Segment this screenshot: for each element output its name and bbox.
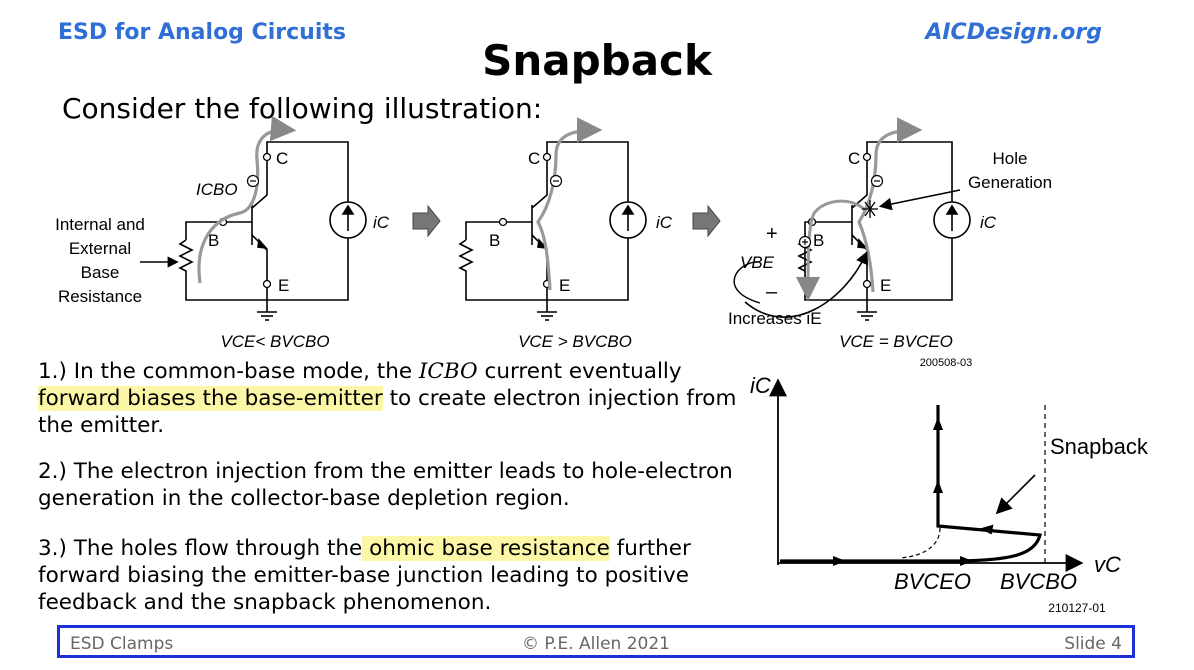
bvceo-label: BVCEO: [894, 569, 971, 594]
c2-label-b: B: [489, 231, 500, 250]
hole-generation-label: Hole Generation: [968, 149, 1052, 192]
highlight-ohmic-resistance: ohmic base resistance: [362, 536, 610, 561]
svg-text:Resistance: Resistance: [58, 287, 142, 306]
icbo-label: ICBO: [196, 180, 238, 199]
svg-text:Base: Base: [81, 263, 120, 282]
c3-label-e: E: [880, 276, 891, 295]
flow-arrow-1: [412, 204, 441, 238]
vbe-minus: –: [766, 281, 778, 303]
footer-slide-number: Slide 4: [1064, 634, 1122, 654]
bvcbo-label: BVCBO: [1000, 569, 1077, 594]
point-1: 1.) In the common-base mode, the ICBO cu…: [38, 359, 737, 438]
condition-1: VCE< BVCBO: [220, 332, 329, 351]
snapback-label: Snapback: [1050, 434, 1149, 459]
svg-text:External: External: [69, 239, 131, 258]
snapback-iv-graph: iC vC Snapback BVCEO BVCBO 210127-01: [750, 373, 1149, 615]
circuit-figure-id: 200508-03: [920, 357, 973, 369]
base-resistance-label: Internal and External Base Resistance: [55, 215, 145, 306]
c3-current-source-label: iC: [980, 213, 997, 232]
slide-footer: ESD Clamps © P.E. Allen 2021 Slide 4: [57, 625, 1135, 658]
graph-ylabel: iC: [750, 373, 771, 398]
svg-text:Hole: Hole: [993, 149, 1028, 168]
vbe-plus: +: [766, 223, 778, 245]
graph-xlabel: vC: [1094, 552, 1121, 577]
svg-text:Generation: Generation: [968, 173, 1052, 192]
highlight-forward-bias: forward biases the base-emitter: [38, 386, 383, 411]
c2-label-e: E: [559, 276, 570, 295]
header-course-title: ESD for Analog Circuits: [58, 20, 346, 45]
icbo-inline: ICBO: [418, 359, 478, 384]
footer-topic: ESD Clamps: [70, 634, 174, 654]
c3-label-b: B: [813, 231, 824, 250]
snapback-circuit-illustration: C B E iC ICBO Internal and External Base…: [55, 115, 1052, 369]
hole-generation-star-icon: [862, 200, 878, 218]
bvceo-dashed-curve: [899, 527, 941, 559]
c2-current-source-label: iC: [656, 213, 673, 232]
increases-ie-label: Increases iE: [728, 309, 822, 328]
c2-label-c: C: [528, 149, 540, 168]
svg-text:Internal and: Internal and: [55, 215, 145, 234]
condition-3: VCE = BVCEO: [839, 332, 953, 351]
header-website: AICDesign.org: [925, 20, 1102, 45]
circuit-3: [804, 141, 971, 321]
condition-2: VCE > BVCBO: [518, 332, 632, 351]
circuit-2: [458, 141, 647, 321]
slide-subtitle: Consider the following illustration:: [62, 92, 543, 125]
point-3: 3.) The holes flow through the ohmic bas…: [38, 536, 691, 615]
vbe-label: VBE: [740, 253, 775, 272]
flow-arrow-2: [692, 204, 721, 238]
c1-label-c: C: [276, 149, 288, 168]
c1-label-b: B: [208, 231, 219, 250]
c1-current-source-label: iC: [373, 213, 390, 232]
graph-figure-id: 210127-01: [1048, 601, 1106, 615]
footer-copyright: © P.E. Allen 2021: [522, 634, 670, 654]
circuit-1: [178, 141, 367, 321]
slide-title: Snapback: [482, 36, 712, 85]
c1-label-e: E: [278, 276, 289, 295]
c3-label-c: C: [848, 149, 860, 168]
point-2: 2.) The electron injection from the emit…: [38, 459, 733, 511]
iv-curve: [780, 405, 1043, 563]
